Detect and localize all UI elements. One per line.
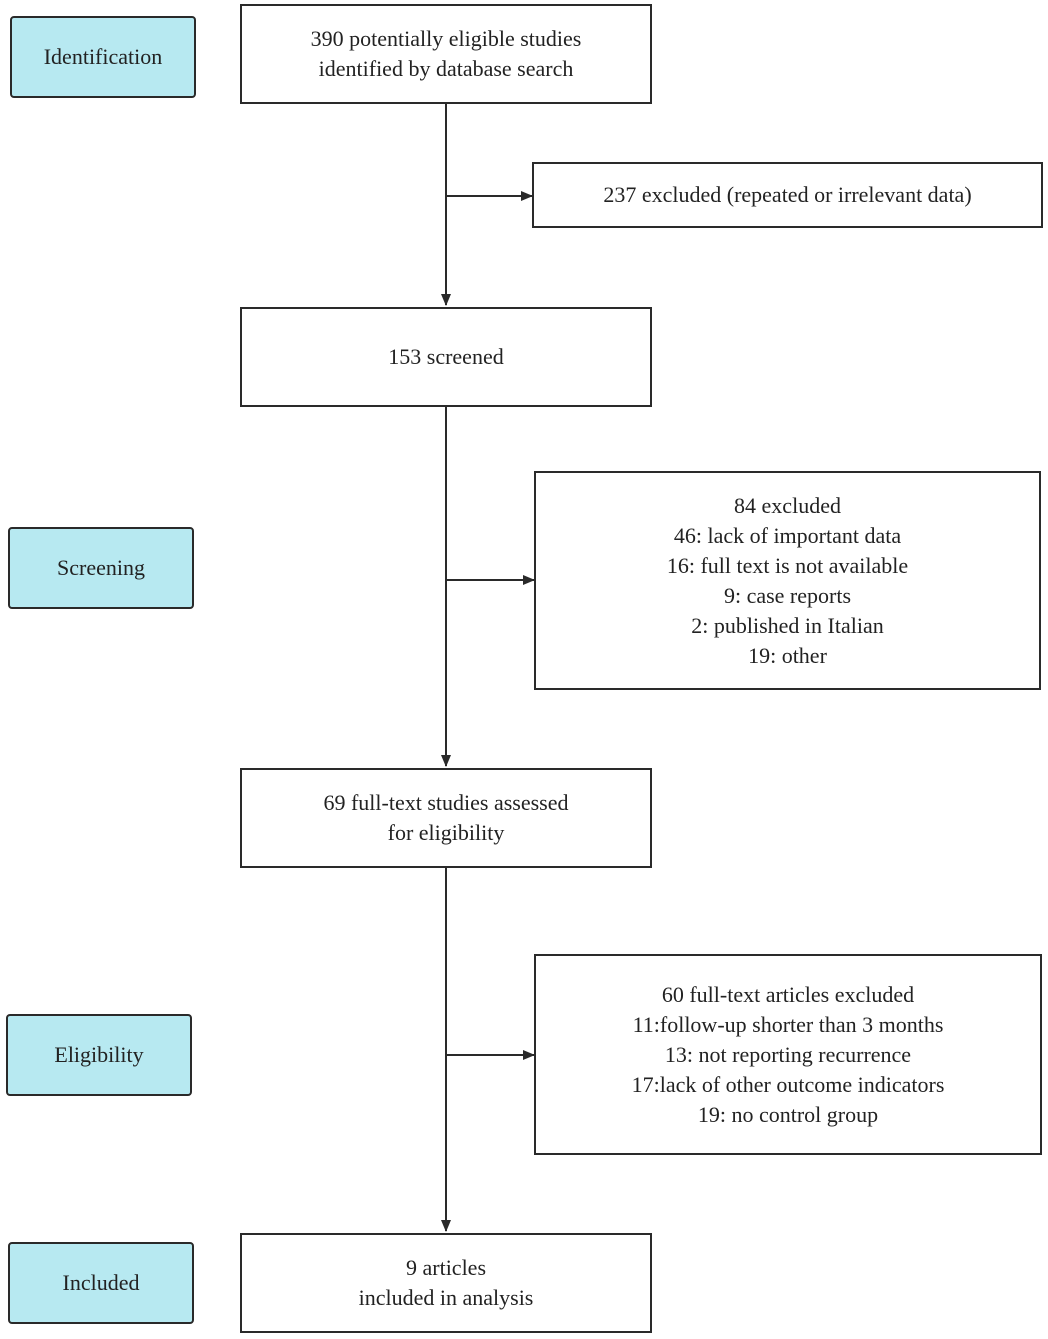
phase-included: Included [8, 1242, 194, 1324]
box-assessed-line-1: 69 full-text studies assessed [323, 790, 569, 815]
box-identified-line-2: identified by database search [318, 56, 574, 81]
box-included-line-1: 9 articles [405, 1255, 487, 1280]
box-screened: 153 screened [240, 307, 652, 407]
box-excluded-2-line-4: 9: case reports [723, 582, 852, 608]
box-excluded-2-line-1: 84 excluded [734, 492, 841, 518]
box-identified: 390 potentially eligible studies identif… [240, 4, 652, 104]
box-excluded-2-line-5: 2: published in Italian [691, 612, 884, 638]
phase-eligibility: Eligibility [6, 1014, 192, 1096]
phase-included-label: Included [62, 1270, 140, 1295]
box-excluded-1: 237 excluded (repeated or irrelevant dat… [532, 162, 1043, 228]
box-excluded-3-line-3: 13: not reporting recurrence [664, 1041, 912, 1067]
box-excluded-3: 60 full-text articles excluded 11:follow… [534, 954, 1042, 1155]
box-assessed-line-2: for eligibility [387, 820, 505, 845]
box-excluded-3-line-1: 60 full-text articles excluded [661, 981, 915, 1007]
phase-screening: Screening [8, 527, 194, 609]
box-included: 9 articles included in analysis [240, 1233, 652, 1333]
box-excluded-2-line-6: 19: other [748, 642, 827, 668]
box-excluded-2-line-3: 16: full text is not available [666, 552, 909, 578]
phase-eligibility-label: Eligibility [54, 1042, 144, 1067]
box-excluded-3-line-4: 17:lack of other outcome indicators [631, 1071, 945, 1097]
box-excluded-2: 84 excluded 46: lack of important data 1… [534, 471, 1041, 690]
phase-identification-label: Identification [43, 44, 163, 69]
box-excluded-1-line-1: 237 excluded (repeated or irrelevant dat… [603, 182, 972, 207]
box-identified-line-1: 390 potentially eligible studies [310, 26, 582, 51]
phase-identification: Identification [10, 16, 196, 98]
box-excluded-2-line-2: 46: lack of important data [673, 522, 902, 548]
phase-screening-label: Screening [57, 555, 145, 580]
box-screened-line-1: 153 screened [388, 344, 504, 369]
box-assessed: 69 full-text studies assessed for eligib… [240, 768, 652, 868]
box-included-line-2: included in analysis [358, 1285, 534, 1310]
box-excluded-3-line-2: 11:follow-up shorter than 3 months [632, 1011, 944, 1037]
box-excluded-3-line-5: 19: no control group [697, 1101, 879, 1127]
